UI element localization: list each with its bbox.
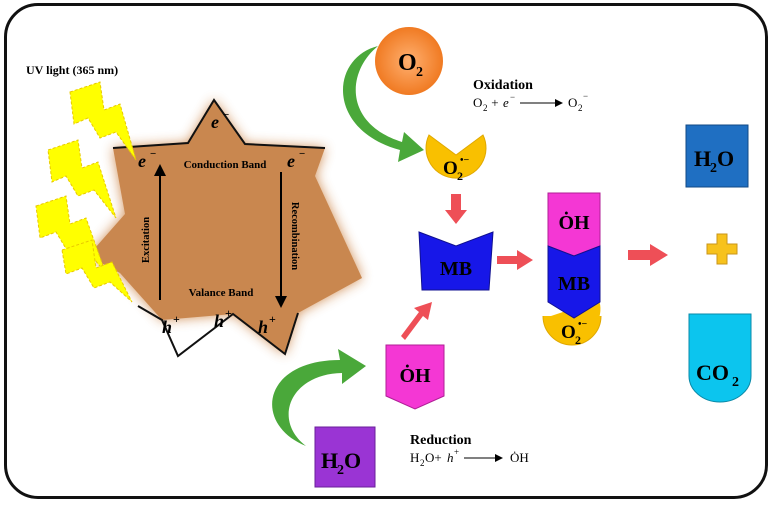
carbon-dioxide-product: CO 2: [688, 313, 752, 403]
superoxide-radical-1: O 2 •−: [425, 134, 487, 183]
valance-band-label: Valance Band: [189, 287, 254, 299]
electron-left: e −: [138, 148, 156, 171]
svg-text:2: 2: [457, 169, 463, 183]
svg-text:+: +: [225, 306, 232, 320]
plus-sign: [706, 233, 738, 265]
svg-text:+: +: [173, 312, 180, 326]
red-arrow-to-products: [628, 244, 668, 266]
svg-text:O: O: [344, 448, 361, 473]
red-arrow-oh-to-mb: [401, 302, 432, 340]
reduction-title: Reduction: [410, 433, 472, 448]
svg-text:2: 2: [575, 333, 581, 347]
band-diagram: Conduction Band Valance Band Excitation …: [88, 98, 362, 358]
oxidation-equation: Oxidation O 2 + e − O 2 −: [473, 78, 588, 113]
diagram-frame: [4, 3, 768, 499]
svg-text:2: 2: [578, 103, 583, 113]
svg-text:2: 2: [732, 375, 739, 390]
lightning-bolt-4: [61, 239, 133, 303]
svg-text:O: O: [561, 322, 576, 343]
uv-light-label: UV light (365 nm): [26, 63, 118, 77]
lightning-bolt-2: [47, 139, 117, 219]
water-product: H 2 O: [685, 124, 749, 188]
mb-molecule-center: MB: [418, 231, 494, 291]
hydroxyl-radical-1: ȮH: [385, 344, 445, 410]
electron-right: e −: [287, 148, 305, 171]
svg-text:O+: O+: [425, 450, 442, 465]
complex-superoxide: [542, 315, 602, 346]
red-arrow-to-mb-top: [445, 194, 467, 224]
svg-text:2: 2: [337, 463, 344, 478]
svg-text:O: O: [443, 158, 458, 179]
recombination-label: Recombination: [289, 202, 300, 270]
oxygen-molecule: O 2: [375, 27, 443, 95]
svg-text:CO: CO: [696, 360, 729, 385]
conduction-band-line: [112, 98, 326, 149]
hole-right: h +: [258, 312, 276, 337]
svg-text:+: +: [488, 95, 502, 110]
svg-text:−: −: [510, 92, 515, 102]
svg-text:h: h: [447, 450, 454, 465]
conduction-band-label: Conduction Band: [184, 159, 267, 171]
svg-text:e: e: [138, 151, 146, 171]
green-arrow-bottom: [272, 349, 366, 446]
svg-text:−: −: [583, 91, 588, 101]
hole-middle: h +: [214, 306, 232, 331]
svg-text:h: h: [258, 317, 268, 337]
mb-complex: ȮH MB O 2 •−: [542, 192, 602, 347]
svg-text:−: −: [223, 109, 229, 121]
oxidation-title: Oxidation: [473, 78, 533, 93]
svg-text:2: 2: [420, 458, 425, 468]
svg-text:MB: MB: [440, 258, 472, 280]
svg-text:O: O: [398, 50, 417, 76]
svg-text:O: O: [717, 146, 734, 171]
svg-text:e: e: [211, 112, 219, 132]
svg-text:•−: •−: [460, 155, 470, 166]
svg-text:O: O: [473, 95, 482, 110]
complex-oh-label: ȮH: [558, 210, 590, 234]
svg-text:ȮH: ȮH: [399, 363, 431, 387]
uv-lightning-bolts: [35, 81, 137, 303]
svg-text:−: −: [299, 148, 305, 160]
svg-text:h: h: [214, 311, 224, 331]
excitation-arrowhead: [154, 164, 166, 176]
red-arrow-to-complex: [497, 250, 533, 270]
svg-text:H: H: [321, 448, 338, 473]
svg-text:+: +: [454, 447, 459, 457]
svg-text:e: e: [287, 151, 295, 171]
water-reactant: H 2 O: [314, 426, 376, 488]
recombination-arrowhead: [275, 296, 287, 308]
hole-left: h +: [162, 312, 180, 337]
svg-text:−: −: [150, 148, 156, 160]
svg-text:•−: •−: [578, 319, 588, 330]
electron-top: e −: [211, 109, 229, 132]
svg-text:+: +: [269, 312, 276, 326]
svg-text:h: h: [162, 317, 172, 337]
valance-band-line: [137, 305, 299, 358]
svg-text:ȮH: ȮH: [510, 450, 529, 465]
svg-text:2: 2: [416, 65, 423, 80]
star-shape: [88, 100, 362, 354]
svg-text:2: 2: [483, 103, 488, 113]
complex-mb-label: MB: [558, 273, 590, 295]
lightning-bolt-1: [69, 81, 137, 161]
svg-text:H: H: [410, 450, 419, 465]
excitation-label: Excitation: [141, 217, 152, 263]
lightning-bolt-3: [35, 195, 107, 275]
svg-text:e: e: [503, 95, 509, 110]
reduction-equation: Reduction H 2 O+ h + ȮH: [410, 433, 529, 468]
complex-mb: [547, 245, 601, 319]
complex-o2-label: O 2 •−: [561, 319, 588, 347]
green-arrow-top: [342, 46, 424, 162]
svg-text:H: H: [694, 146, 711, 171]
svg-text:O: O: [568, 95, 577, 110]
svg-text:2: 2: [710, 161, 717, 176]
